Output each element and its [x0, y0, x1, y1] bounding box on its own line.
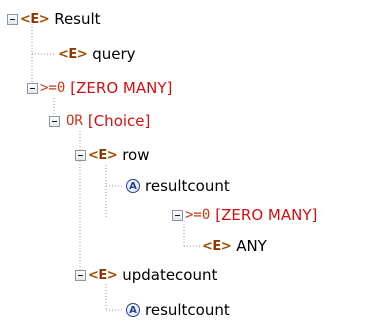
- element-badge-icon: <E>: [88, 147, 118, 163]
- element-badge-icon: <E>: [202, 238, 232, 254]
- operator-badge-icon: OR: [66, 113, 83, 129]
- tree-node-or-choice[interactable]: OR [Choice]: [49, 109, 150, 133]
- node-label: resultcount: [145, 301, 230, 319]
- collapse-icon[interactable]: [7, 13, 18, 25]
- tree-node-zero-many[interactable]: >=0 [ZERO MANY]: [27, 76, 172, 100]
- collapse-icon[interactable]: [75, 269, 86, 281]
- attribute-badge-icon: A: [126, 303, 140, 317]
- operator-badge-icon: >=0: [40, 80, 66, 96]
- tree-node-row-resultcount[interactable]: A resultcount: [122, 174, 230, 198]
- node-label: row: [122, 146, 150, 164]
- tree-node-updatecount-resultcount[interactable]: A resultcount: [122, 298, 230, 322]
- collapse-icon[interactable]: [172, 209, 183, 221]
- tree-node-zero-many-nested[interactable]: >=0 [ZERO MANY]: [172, 203, 317, 227]
- operator-badge-icon: >=0: [185, 207, 211, 223]
- node-label: [ZERO MANY]: [70, 79, 173, 97]
- tree-node-row[interactable]: <E> row: [75, 143, 150, 167]
- element-badge-icon: <E>: [88, 267, 118, 283]
- tree-node-any[interactable]: <E> ANY: [200, 234, 267, 258]
- tree-node-updatecount[interactable]: <E> updatecount: [75, 263, 217, 287]
- node-label: updatecount: [122, 266, 218, 284]
- node-label: ANY: [236, 237, 267, 255]
- node-label: Result: [54, 10, 101, 28]
- node-label: resultcount: [145, 177, 230, 195]
- collapse-icon[interactable]: [49, 115, 60, 127]
- node-label: [ZERO MANY]: [215, 206, 318, 224]
- node-label: [Choice]: [87, 112, 151, 130]
- collapse-icon[interactable]: [27, 82, 38, 94]
- tree-node-result[interactable]: <E> Result: [7, 7, 101, 31]
- attribute-badge-icon: A: [126, 179, 140, 193]
- node-label: query: [92, 45, 136, 63]
- element-badge-icon: <E>: [20, 11, 50, 27]
- element-badge-icon: <E>: [58, 46, 88, 62]
- tree-node-query[interactable]: <E> query: [56, 42, 136, 66]
- collapse-icon[interactable]: [75, 149, 86, 161]
